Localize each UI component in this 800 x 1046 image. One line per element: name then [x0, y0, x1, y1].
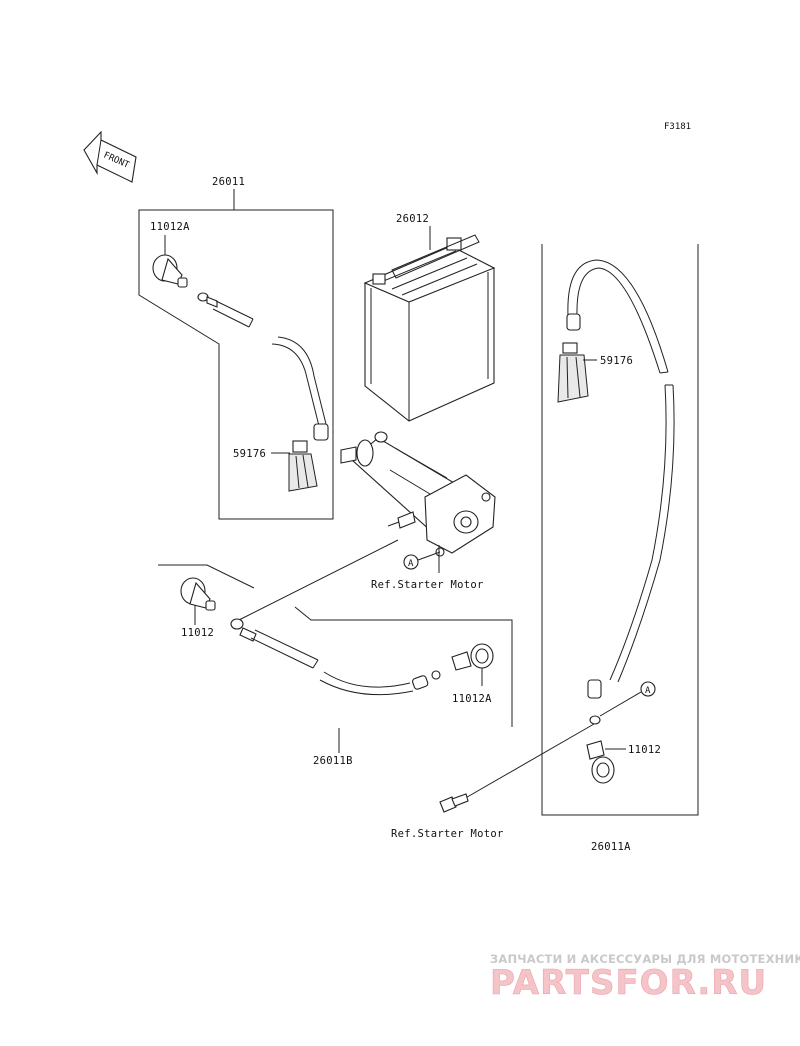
figure-code: F3181	[664, 122, 691, 132]
starter-terminal-bolt	[439, 793, 469, 813]
part-number-26011: 26011	[212, 176, 245, 188]
ref-starter-motor-upper: Ref.Starter Motor	[371, 579, 484, 591]
watermark-tagline: ЗАПЧАСТИ И АКСЕССУАРЫ ДЛЯ МОТОТЕХНИКИ	[490, 952, 800, 966]
part-number-11012-right: 11012	[628, 744, 661, 756]
part-number-26011A: 26011A	[591, 841, 631, 853]
part-number-59176-right: 59176	[600, 355, 633, 367]
front-arrow-icon: FRONT	[83, 130, 137, 183]
part-number-11012A-top: 11012A	[150, 221, 190, 233]
part-number-59176-left: 59176	[233, 448, 266, 460]
part-number-11012-left: 11012	[181, 627, 214, 639]
terminal-cap-11012A-top	[152, 254, 188, 288]
terminal-cap-11012-right	[586, 740, 615, 784]
svg-text:A: A	[408, 559, 414, 569]
terminal-cap-11012A-bottom	[451, 643, 494, 671]
battery	[363, 234, 496, 422]
starter-cable-26011B	[230, 539, 441, 696]
terminal-cap-11012-left	[180, 577, 216, 611]
rubber-boot-59176-right	[557, 342, 589, 403]
reference-marker-a-upper: A	[403, 554, 419, 570]
watermark-logo: PARTSFOR.RU	[490, 963, 767, 1003]
reference-marker-a-lower: A	[640, 681, 656, 697]
part-number-26012: 26012	[396, 213, 429, 225]
cable-terminal-top	[197, 292, 254, 328]
svg-text:A: A	[645, 686, 651, 696]
part-number-11012A-bottom: 11012A	[452, 693, 492, 705]
rubber-boot-59176-left	[288, 440, 318, 492]
battery-cable-segment	[271, 336, 329, 441]
part-number-26011B: 26011B	[313, 755, 353, 767]
starter-motor	[340, 431, 496, 557]
battery-cable-26011A	[566, 259, 675, 725]
ref-starter-motor-lower: Ref.Starter Motor	[391, 828, 504, 840]
